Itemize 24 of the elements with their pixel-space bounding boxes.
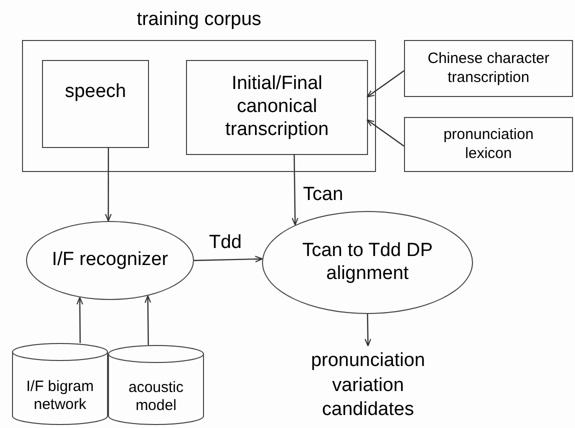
- node-text: Initial/Final canonical transcription: [224, 73, 330, 142]
- process-box: [42, 60, 149, 148]
- node-text: acoustic model: [127, 379, 185, 415]
- process-box: [404, 40, 573, 97]
- node-text: pronunciation variation candidates: [310, 348, 426, 422]
- arrow: [105, 147, 112, 222]
- node-text: I/F bigram network: [25, 378, 95, 414]
- arrow: [76, 296, 84, 343]
- arrow: [194, 256, 263, 262]
- process-box: [404, 117, 573, 172]
- arrow: [366, 70, 404, 98]
- group-title: training corpus: [136, 9, 262, 30]
- arrow: [144, 295, 152, 345]
- arrow: [366, 119, 404, 147]
- node-text: speech: [64, 80, 126, 104]
- arrow: [364, 314, 372, 347]
- node-text: pronunciation lexicon: [443, 126, 534, 164]
- node-text: Chinese character transcription: [426, 50, 550, 88]
- node-text: Tcan to Tdd DP alignment: [301, 240, 434, 286]
- edge-label: Tcan: [303, 184, 344, 205]
- process-box: [186, 60, 368, 155]
- node-text: I/F recognizer: [52, 248, 168, 272]
- edge-label: Tdd: [209, 232, 242, 253]
- arrow: [292, 154, 298, 226]
